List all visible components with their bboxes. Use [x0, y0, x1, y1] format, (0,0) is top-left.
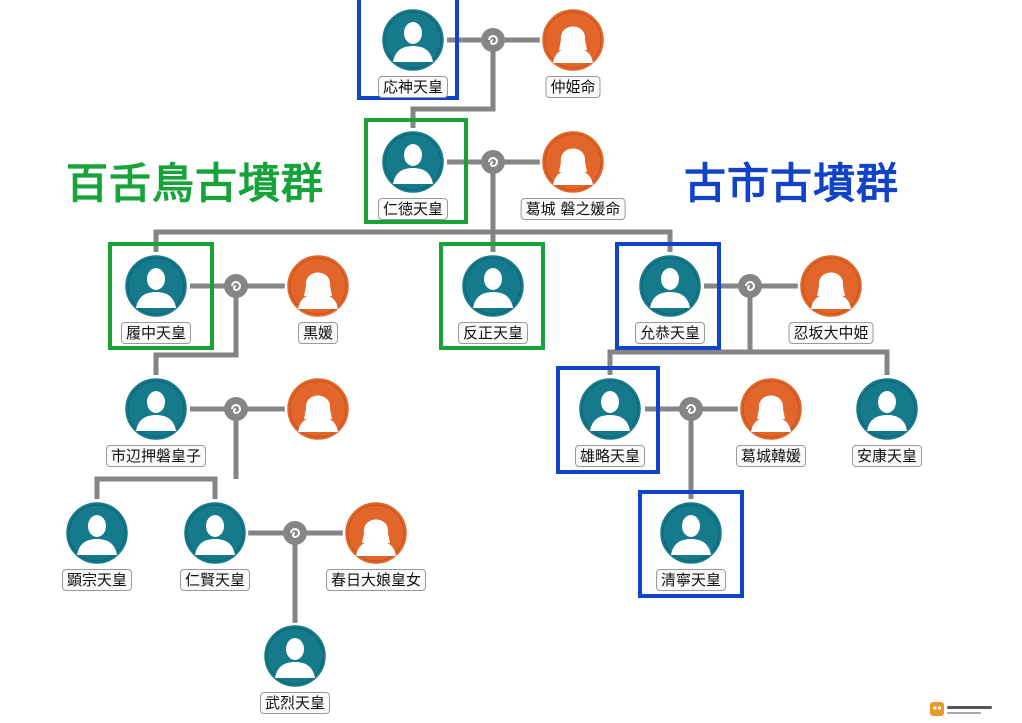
male-avatar-icon — [657, 499, 725, 567]
male-avatar-icon — [379, 128, 447, 196]
marriage-knot-icon — [224, 397, 248, 421]
female-avatar-icon — [539, 6, 607, 74]
person-name-label: 反正天皇 — [457, 322, 529, 344]
male-avatar-icon — [122, 252, 190, 320]
person-name-label: 忍坂大中姫 — [788, 322, 874, 344]
marriage-knot-icon — [224, 274, 248, 298]
person-name-label: 武烈天皇 — [259, 692, 331, 714]
female-avatar-icon — [539, 128, 607, 196]
person-name-label: 仁賢天皇 — [179, 569, 251, 591]
person-name-label: 仁徳天皇 — [377, 198, 449, 220]
male-avatar-icon — [576, 375, 644, 443]
person-name-label: 仲姫命 — [545, 76, 601, 98]
person-name-label: 春日大娘皇女 — [325, 569, 427, 591]
person-name-label: 履中天皇 — [120, 322, 192, 344]
furuichi-highlight-ingyo — [615, 242, 721, 350]
marriage-knot-icon — [738, 274, 762, 298]
female-avatar-icon — [737, 375, 805, 443]
mozu-highlight-hanzei — [439, 242, 545, 350]
marriage-knot-icon — [679, 397, 703, 421]
person-name-label: 市辺押磐皇子 — [105, 445, 207, 467]
male-avatar-icon — [853, 375, 921, 443]
person-name-label: 葛城 磐之媛命 — [520, 198, 626, 220]
person-name-label: 黒媛 — [297, 322, 339, 344]
male-avatar-icon — [261, 622, 329, 690]
mozu-highlight-richu — [108, 242, 214, 350]
marriage-knot-icon — [481, 28, 505, 52]
male-avatar-icon — [636, 252, 704, 320]
female-avatar-icon — [797, 252, 865, 320]
male-avatar-icon — [122, 375, 190, 443]
person-name-label: 応神天皇 — [377, 76, 449, 98]
furuichi-highlight-yuryaku — [556, 366, 660, 474]
female-avatar-icon — [342, 499, 410, 567]
marriage-knot-icon — [481, 150, 505, 174]
person-name-label: 雄略天皇 — [574, 445, 646, 467]
person-name-label: 允恭天皇 — [634, 322, 706, 344]
female-avatar-icon — [284, 375, 352, 443]
marriage-knot-icon — [283, 521, 307, 545]
male-avatar-icon — [63, 499, 131, 567]
female-avatar-icon — [284, 252, 352, 320]
person-name-label: 葛城韓媛 — [735, 445, 807, 467]
person-name-label: 顕宗天皇 — [61, 569, 133, 591]
male-avatar-icon — [181, 499, 249, 567]
furuichi-kofun-group-title: 古市古墳群 — [684, 159, 900, 208]
suisui-logo-icon — [930, 702, 992, 716]
furuichi-highlight-seinei — [638, 490, 744, 598]
mozu-kofun-group-title: 百舌鳥古墳群 — [66, 159, 325, 208]
person-name-label: 清寧天皇 — [655, 569, 727, 591]
male-avatar-icon — [459, 252, 527, 320]
furuichi-highlight-ojin — [357, 0, 459, 100]
person-name-label: 安康天皇 — [851, 445, 923, 467]
male-avatar-icon — [379, 6, 447, 74]
mozu-highlight-nintoku — [364, 118, 468, 224]
